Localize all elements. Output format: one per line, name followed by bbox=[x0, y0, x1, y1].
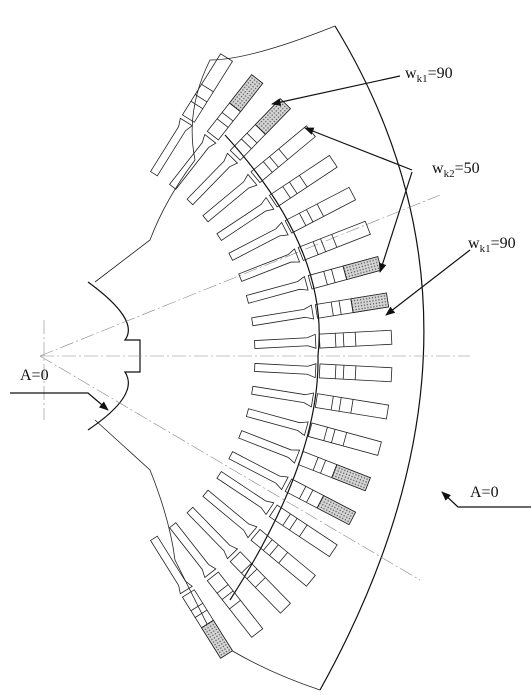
stator-slot bbox=[254, 363, 393, 383]
arrow-a-right bbox=[441, 491, 531, 508]
centerline-lower bbox=[39, 355, 421, 581]
stator-slot bbox=[254, 329, 393, 349]
winding-hatch bbox=[350, 292, 390, 314]
stator-slot bbox=[238, 220, 371, 282]
stator-slot bbox=[216, 154, 338, 241]
winding-hatch bbox=[342, 256, 382, 281]
stator-slots bbox=[149, 53, 393, 659]
stator-slot bbox=[186, 98, 292, 206]
arrow-wk2-a bbox=[304, 127, 413, 171]
arrow-wk1-top bbox=[271, 75, 401, 106]
sector-left-edge-bottom bbox=[94, 419, 321, 691]
label-wk1-right: wk1=90 bbox=[468, 235, 516, 255]
label-a-right: A=0 bbox=[470, 484, 499, 501]
stator-slot bbox=[238, 430, 371, 492]
stator-slot bbox=[168, 74, 264, 190]
label-wk1-top: wk1=90 bbox=[405, 65, 453, 85]
arrow-wk1-right bbox=[385, 249, 471, 316]
stator-slot bbox=[149, 535, 234, 659]
stator-slot bbox=[168, 522, 264, 638]
stator-slot bbox=[149, 53, 234, 177]
sector-left-edge-top bbox=[94, 25, 336, 283]
centerline-upper bbox=[39, 194, 441, 357]
stator-slot bbox=[228, 451, 357, 526]
stator-slot bbox=[202, 489, 316, 587]
label-wk2: wk2=50 bbox=[432, 160, 480, 180]
stator-slot bbox=[216, 471, 338, 558]
arrow-a-left bbox=[10, 392, 109, 411]
outer-boundary-arc bbox=[319, 25, 425, 691]
winding-hatch bbox=[331, 464, 371, 492]
stator-slot bbox=[251, 385, 390, 420]
yoke-arc bbox=[224, 134, 320, 601]
winding-hatch bbox=[228, 74, 264, 113]
winding-hatch bbox=[200, 619, 234, 659]
winding-hatch bbox=[316, 495, 357, 526]
stator-slot bbox=[228, 186, 357, 261]
label-a-left: A=0 bbox=[20, 367, 49, 384]
stator-slot bbox=[251, 292, 390, 327]
stator-slot bbox=[186, 506, 292, 614]
arrow-wk2-b bbox=[378, 171, 413, 273]
stator-slot bbox=[245, 408, 382, 456]
